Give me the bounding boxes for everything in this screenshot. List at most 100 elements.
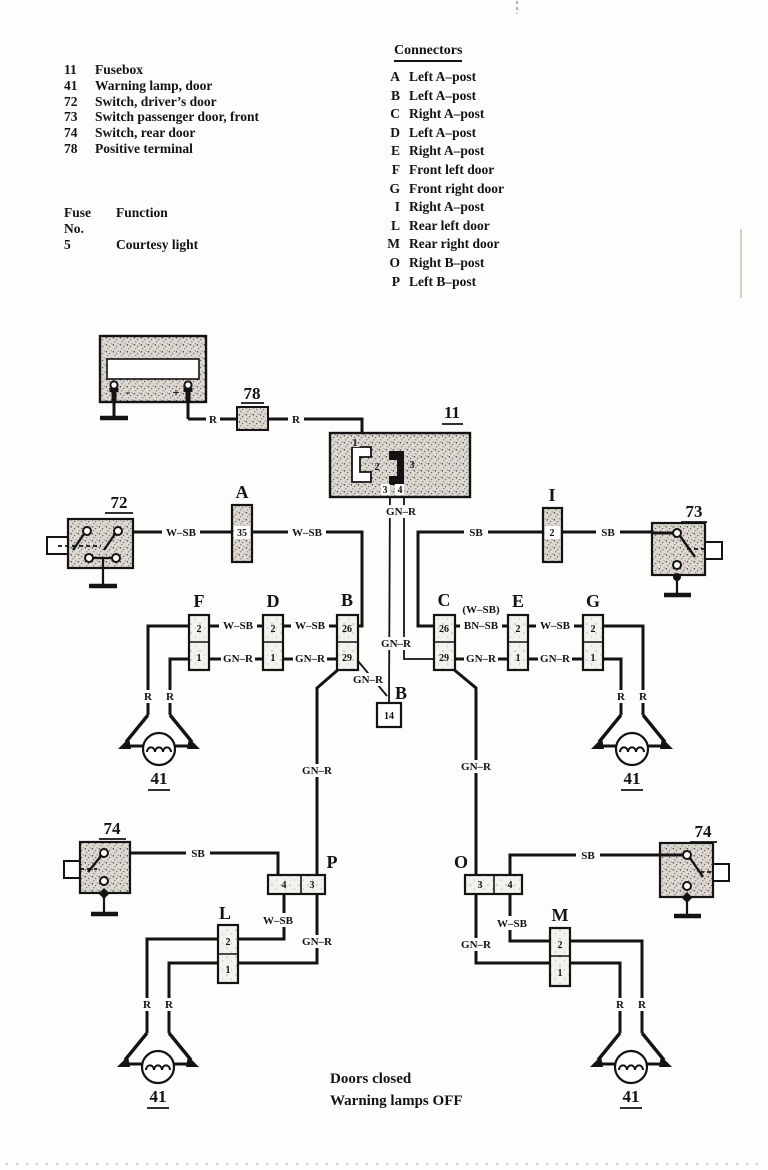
wire-label-gn-r: GN–R <box>386 506 417 518</box>
wire-label-r: R <box>639 691 648 703</box>
wire-gnr-fuse4-to-c29 <box>403 486 434 660</box>
legend-num: 41 <box>64 77 78 93</box>
legend-label: Positive terminal <box>95 140 193 156</box>
filament <box>618 1064 644 1071</box>
wire-gnr-c29-to-o3 <box>451 666 478 875</box>
letter-b: B <box>395 683 407 703</box>
wire-label-w-sb: W–SB <box>540 620 571 632</box>
wire-label-w-sb: W–SB <box>263 915 294 927</box>
positive-terminal-78: 78 <box>236 384 269 431</box>
wire-label-bn-sb: BN–SB <box>464 620 499 632</box>
letter-b: B <box>341 590 353 610</box>
switch-lever <box>72 533 85 551</box>
connector-m: M 2 1 <box>548 905 572 988</box>
connector-label: Right A–post <box>409 143 485 159</box>
connector-a: A 35 <box>230 482 254 564</box>
connector-b: B 26 29 <box>335 590 360 672</box>
wire-label-r: R <box>292 414 301 426</box>
pin-4: 4 <box>508 880 513 891</box>
connector-item: E Right A–post <box>381 142 504 161</box>
pin-14: 14 <box>384 711 394 722</box>
connector-key: P <box>391 273 400 289</box>
pin-29: 29 <box>342 653 352 664</box>
wire-label-w-sb: W–SB <box>295 620 326 632</box>
wire-label-gn-r: GN–R <box>353 674 384 686</box>
pin-1: 1 <box>197 653 202 664</box>
wire-wsb-a-to-b26 <box>252 530 364 628</box>
connector-key: E <box>390 143 400 159</box>
connector-key: A <box>390 69 400 84</box>
legend-num: 73 <box>64 109 78 125</box>
wire-label-r: R <box>144 691 153 703</box>
connector-l: L 2 1 <box>216 903 240 985</box>
note-line-2: Warning lamps OFF <box>330 1093 463 1109</box>
ref-74: 74 <box>695 822 713 841</box>
pin-1: 1 <box>558 968 563 979</box>
wire-l2-to-lamp <box>145 937 218 1033</box>
bulb <box>613 1049 649 1085</box>
letter-f: F <box>194 591 205 611</box>
wire-label-r: R <box>616 999 625 1011</box>
pin-2: 2 <box>558 940 563 951</box>
function-col-header: Function <box>116 205 168 220</box>
wire-l1-to-lamp <box>167 961 218 1033</box>
ref-41: 41 <box>150 1087 167 1106</box>
pin-2: 2 <box>591 624 596 635</box>
filament <box>145 1064 171 1071</box>
connector-label: Front left door <box>409 161 495 177</box>
connectors-title: Connectors <box>394 43 463 62</box>
scan-artifacts <box>6 1 762 1165</box>
filament <box>619 746 645 753</box>
letter-m: M <box>552 905 569 925</box>
wire-label-gn-r: GN–R <box>302 765 333 777</box>
wire-gnr-b29-to-p3 <box>315 666 341 875</box>
wire-label-w-sb-paren: (W–SB) <box>462 604 500 616</box>
connector-label: Left A–post <box>409 69 477 84</box>
connector-label: Rear right door <box>409 236 500 252</box>
letter-a: A <box>236 482 249 502</box>
connector-item: A Left A–post <box>381 68 504 87</box>
ref-72: 72 <box>111 493 128 512</box>
fuse-clip-input <box>351 446 372 483</box>
pin-2: 2 <box>197 624 202 635</box>
connector-label: Right B–post <box>409 254 485 270</box>
wire-label-r: R <box>209 414 218 426</box>
pin-2: 2 <box>516 624 521 635</box>
wire-label-r: R <box>617 691 626 703</box>
battery-post-negative <box>109 380 119 403</box>
connector-label: Right A–post <box>409 199 485 215</box>
pin-26: 26 <box>439 624 449 635</box>
legend-label: Switch passenger door, front <box>95 109 260 125</box>
connector-key: O <box>389 254 400 270</box>
connector-b-14: B 14 <box>375 683 407 729</box>
legend-label: Switch, rear door <box>95 125 196 141</box>
note-line-1: Doors closed <box>330 1071 412 1087</box>
pin-1: 1 <box>226 965 231 976</box>
pin-2: 2 <box>550 528 555 539</box>
connector-i: I 2 <box>541 485 564 564</box>
legend-num: 78 <box>64 140 78 156</box>
connector-g: G 2 1 <box>581 591 605 672</box>
fuse-out-pin-3: 3 <box>383 485 388 496</box>
warning-lamp-41-front-right: 41 <box>591 713 673 791</box>
legend-label: Fusebox <box>95 62 144 77</box>
wire-label-gn-r: GN–R <box>461 939 492 951</box>
wire-m1-to-lamp <box>570 961 622 1033</box>
connector-p: P 4 3 <box>266 852 338 896</box>
wire-label-gn-r: GN–R <box>381 638 412 650</box>
fusebox-11: 11 1 2 3 3 4 <box>328 403 472 499</box>
fuse-pin-1: 1 <box>353 438 358 449</box>
warning-lamp-41-front-left: 41 <box>118 713 200 791</box>
ref-11: 11 <box>444 403 460 422</box>
connector-f: F 2 1 <box>187 591 211 672</box>
